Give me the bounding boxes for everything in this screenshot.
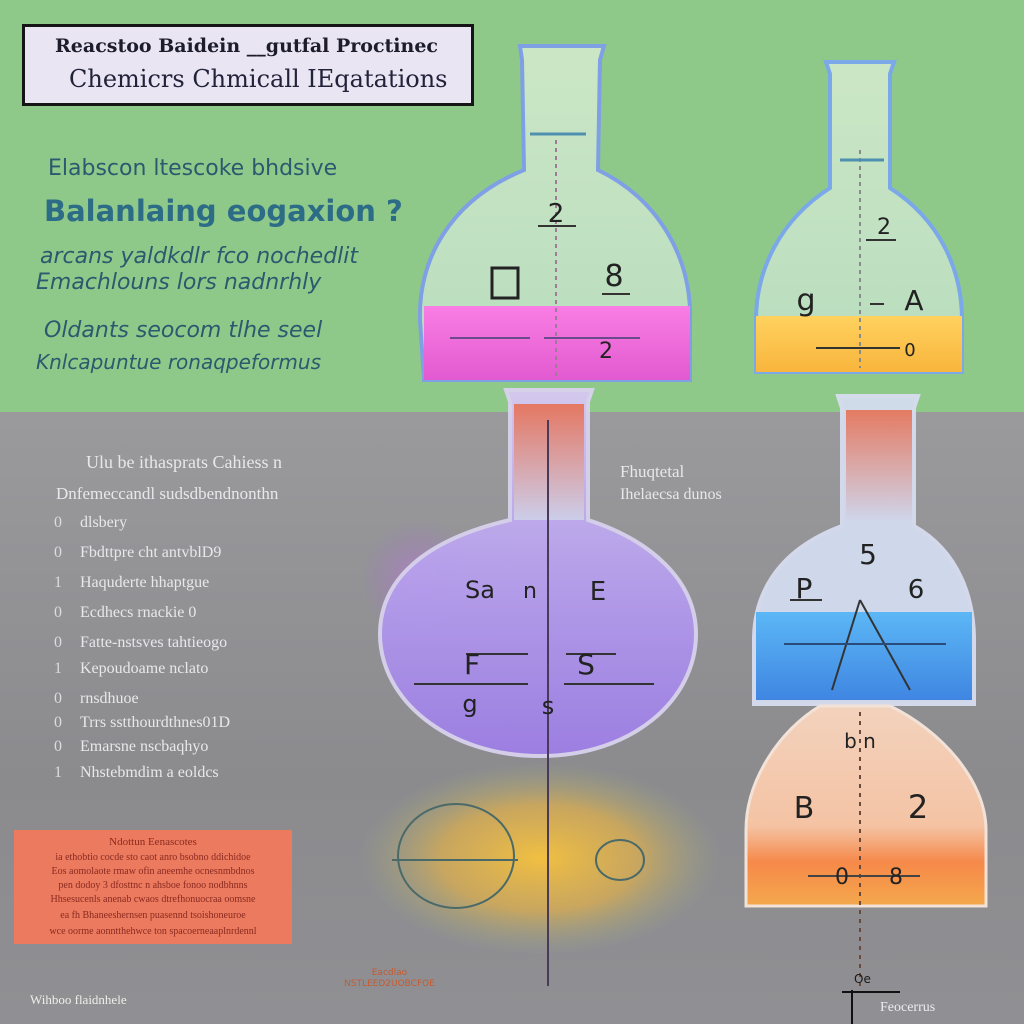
flask-bottom-right-mark-4: 0 [835,865,849,890]
footer-right-text: Feocerrus [880,1000,936,1015]
title-box: Reacstoo Baidein __gutfal Proctinec Chem… [22,24,474,106]
notes-line: Hhsesucenls anenab cwaos dtrefhonuocraa … [50,894,256,905]
flask-top-left-mark-3: 8 [604,259,623,294]
notes-title: Ndottun Eenascotes [109,836,197,848]
flask-middle-right: 5 P 6 [752,394,976,706]
flask-bottom-right: b n B 2 0 8 [744,704,988,1024]
flask-top-right-mark-3: A [904,284,923,317]
flask-bottom-right-mark-5: 8 [889,865,903,890]
yellow-glow [360,762,720,954]
flask-middle-mark-1: Sa [465,576,495,604]
notes-line: ia ethobtio cocde sto caot anro bsobno d… [55,852,251,863]
flask-middle-right-mark-2: P [796,572,813,605]
notes-box: Ndottun Eenascotes ia ethobtio cocde sto… [14,830,292,944]
section-subheading: Dnfemeccandl sudsdbendnonthn [56,484,279,503]
orbit-diagram [392,803,645,909]
intro-line-1: Elabscon ltescoke bhdsive [48,156,338,181]
flask-middle-mark-6: g [462,690,477,718]
intro-line-6: Knlcapuntue ronaqpeformus [36,350,321,374]
flask-middle-right-mark-1: 5 [859,538,877,571]
intro-line-4: Emachlouns lors nadnrhly [36,270,322,295]
section-heading: Ulu be ithasprats Cahiess n [86,452,282,472]
intro-line-5: Oldants seocom tlhe seel [44,318,323,343]
flask-middle-right-mark-3: 6 [908,575,925,605]
side-label-subtitle: Ihelaecsa dunos [620,486,722,503]
flask-middle-mark-4: F [464,648,480,681]
flask-top-left-mark-4: 2 [599,339,613,364]
intro-line-3: arcans yaldkdlr fco nochedlit [40,244,359,269]
flask-top-right: 2 g A 0 [754,60,964,374]
notes-line: ea fh Bhaneeshernsen puasennd tsoishoneu… [60,910,246,921]
flask-top-right-mark-4: 0 [904,340,915,361]
flask-middle-mark-2: n [523,579,537,604]
flask-top-left: 2 8 2 [417,44,693,382]
intro-heading: Balanlaing eogaxion ? [44,194,403,228]
notes-line: wce oorme aonntthehwce ton spacoerneaapl… [49,926,257,937]
footer-left-text: Wihboo flaidnhele [30,992,127,1007]
flask-middle-round: Sa n E F S g s [377,388,699,986]
flask-middle-mark-7: s [542,692,555,720]
footer-right-mark: Oe [854,972,871,986]
flask-bottom-right-mark-2: B [794,791,815,826]
flask-middle-mark-3: E [590,577,606,607]
flask-bottom-right-mark-1: b n [844,729,876,753]
flask-middle-mark-5: S [577,648,595,681]
side-label-title: Fhuqtetal [620,462,685,481]
notes-line: Eos aomolaote rmaw ofin aneemhe ocnesnmb… [51,866,255,877]
flask-top-left-mark-1: 2 [548,199,565,229]
title-line-2: Chemicrs Chmicall IEqatations [69,65,448,93]
footer-center-text: Eacdlao NSTLEED2UOBCFOE [344,968,435,989]
title-line-1: Reacstoo Baidein __gutfal Proctinec [55,35,438,57]
notes-line: pen dodoy 3 dfosttnc n ahsboe fonoo nodb… [58,880,248,891]
flask-top-right-mark-1: 2 [877,215,891,240]
flask-top-right-mark-2: g [796,283,815,318]
flask-bottom-right-mark-3: 2 [908,788,928,826]
